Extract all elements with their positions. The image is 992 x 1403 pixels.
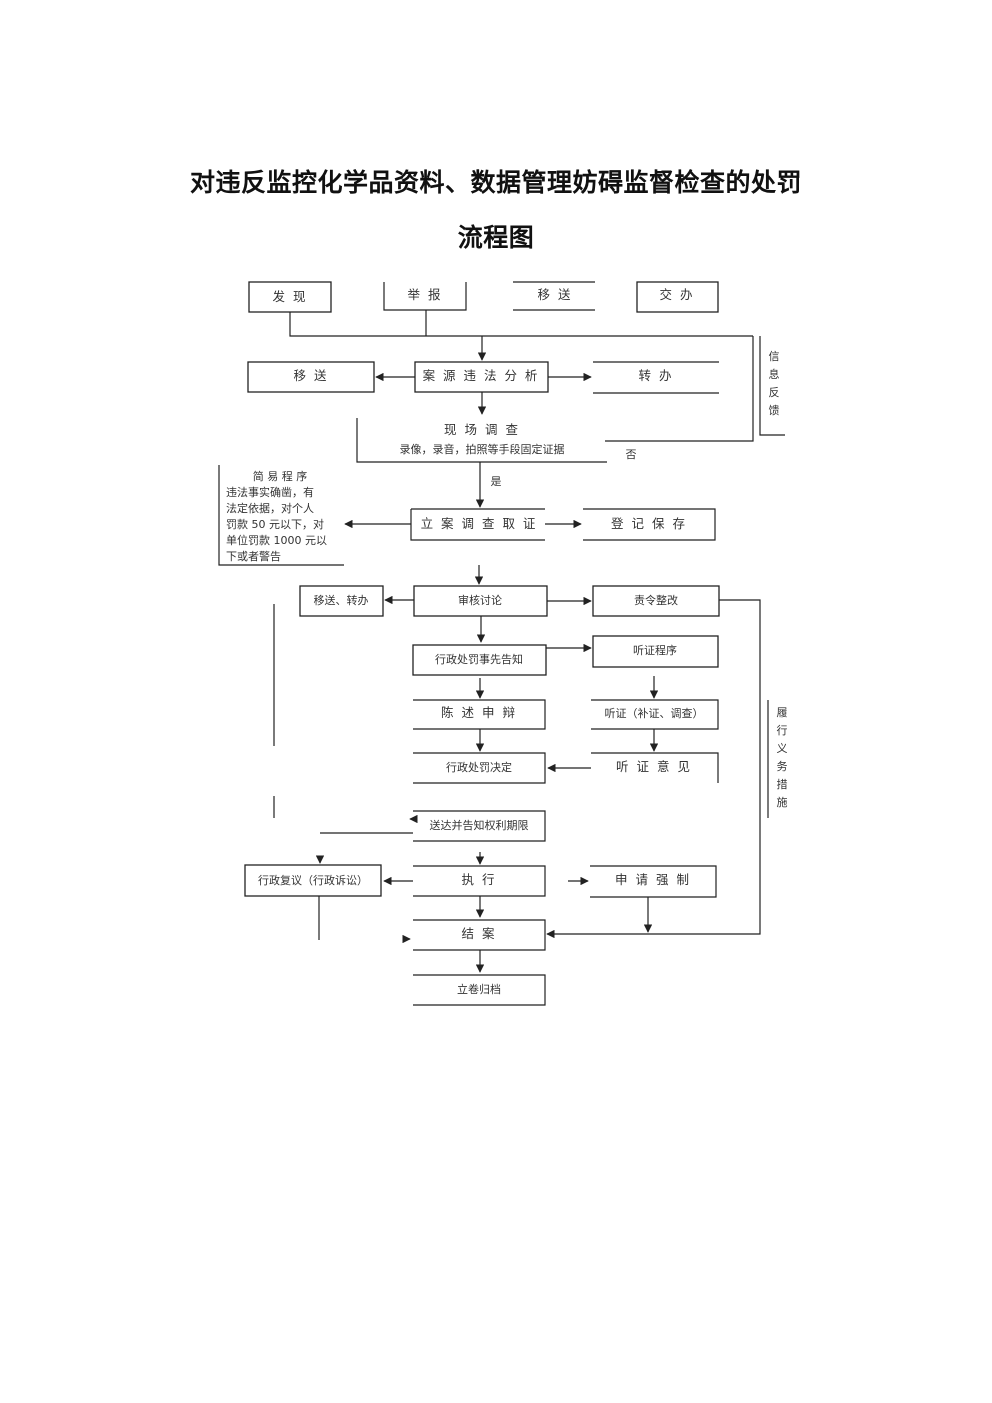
node-shenqing: 申 请 强 制 [615, 872, 691, 887]
node-yisong-top-box [513, 281, 595, 311]
feedback-char-3: 反 [769, 386, 780, 399]
node-xianchang-title: 现 场 调 查 [444, 422, 520, 437]
lvxing-char-1: 履 [777, 706, 788, 719]
node-songda: 送达并告知权利期限 [430, 818, 529, 832]
node-dengji: 登 记 保 存 [611, 516, 687, 531]
feedback-loop-line [605, 336, 754, 442]
node-jiaoban: 交 办 [660, 287, 695, 302]
node-lijuan-box [413, 974, 546, 1006]
node-shenhe: 审核讨论 [458, 593, 502, 607]
node-dengji-box [583, 508, 716, 541]
node-anyuan-box [414, 361, 549, 393]
node-chenshu: 陈 述 申 辩 [441, 705, 517, 720]
node-zeling-box [592, 585, 720, 617]
node-shenhe-box [413, 585, 548, 617]
node-jianyi-line-2: 法定依据，对个人 [226, 501, 314, 515]
node-lijuan: 立卷归档 [457, 982, 501, 996]
node-juedi: 行政处罚决定 [446, 760, 512, 774]
node-jianyi-title: 简 易 程 序 [253, 469, 308, 483]
node-zhixing: 执 行 [462, 872, 497, 887]
node-yisong-zhuanban: 移送、转办 [314, 593, 369, 607]
node-zhixing-box [413, 865, 546, 897]
node-anyuan: 案 源 违 法 分 析 [423, 368, 540, 383]
node-gaozhi: 行政处罚事先告知 [435, 652, 523, 666]
node-zhuanban: 转 办 [639, 368, 674, 383]
node-tingzheng-buzheng: 听证（补证、调查） [605, 706, 704, 720]
node-yisong-left: 移 送 [294, 368, 329, 383]
lvxing-char-5: 措 [777, 777, 788, 791]
node-fuyi: 行政复议（行政诉讼） [258, 873, 368, 887]
page-title: 对违反监控化学品资料、数据管理妨碍监督检查的处罚 [189, 168, 802, 197]
lvxing-char-4: 务 [777, 760, 788, 773]
node-faxian: 发 现 [273, 289, 308, 304]
line-zeling-to-jiean [546, 599, 761, 939]
node-jianyi-box [218, 465, 344, 566]
feedback-char-2: 息 [769, 367, 780, 381]
node-tingzheng-yijian-box [591, 752, 719, 783]
feedback-char-4: 馈 [769, 404, 780, 417]
feedback-box [759, 336, 785, 436]
node-yisong-top: 移 送 [538, 287, 573, 302]
node-jiaoban-box [636, 281, 719, 313]
node-xianchang-sub: 录像，录音，拍照等手段固定证据 [400, 442, 565, 456]
node-jianyi-line-5: 下或者警告 [226, 549, 281, 563]
node-songda-box [413, 810, 546, 842]
lvxing-char-2: 行 [777, 724, 788, 737]
lvxing-char-6: 施 [777, 796, 788, 809]
node-jubao-box [383, 282, 467, 311]
node-zeling: 责令整改 [634, 593, 678, 607]
node-juedi-box [413, 752, 546, 784]
node-jiean-box [413, 919, 546, 951]
label-shi: 是 [491, 475, 502, 488]
merge-line [289, 312, 753, 337]
node-jubao: 举 报 [408, 287, 443, 302]
node-tingzheng-yijian: 听 证 意 见 [616, 759, 692, 774]
node-jianyi-line-4: 单位罚款 1000 元以 [226, 533, 327, 547]
node-tingzheng-chengxu-box [592, 635, 719, 668]
node-zhuanban-box [593, 361, 719, 394]
feedback-char-1: 信 [769, 350, 780, 363]
node-fuyi-box [244, 864, 382, 897]
node-yisong-zhuanban-box [299, 585, 384, 617]
node-lian-box [410, 508, 545, 541]
node-xianchang-box [356, 418, 607, 463]
node-jianyi-line-1: 违法事实确凿，有 [226, 485, 314, 499]
node-jiean: 结 案 [462, 926, 497, 941]
node-lian: 立 案 调 查 取 证 [421, 516, 538, 531]
label-fou: 否 [626, 448, 637, 461]
node-shenqing-box [590, 865, 717, 898]
node-yisong-left-box [247, 361, 375, 393]
page-title-line2: 流程图 [457, 223, 535, 252]
node-jianyi-line-3: 罚款 50 元以下，对 [226, 517, 324, 531]
node-tingzheng-chengxu: 听证程序 [633, 643, 677, 657]
lvxing-char-3: 义 [777, 742, 788, 755]
node-gaozhi-box [412, 644, 547, 676]
node-chenshu-box [413, 699, 546, 730]
